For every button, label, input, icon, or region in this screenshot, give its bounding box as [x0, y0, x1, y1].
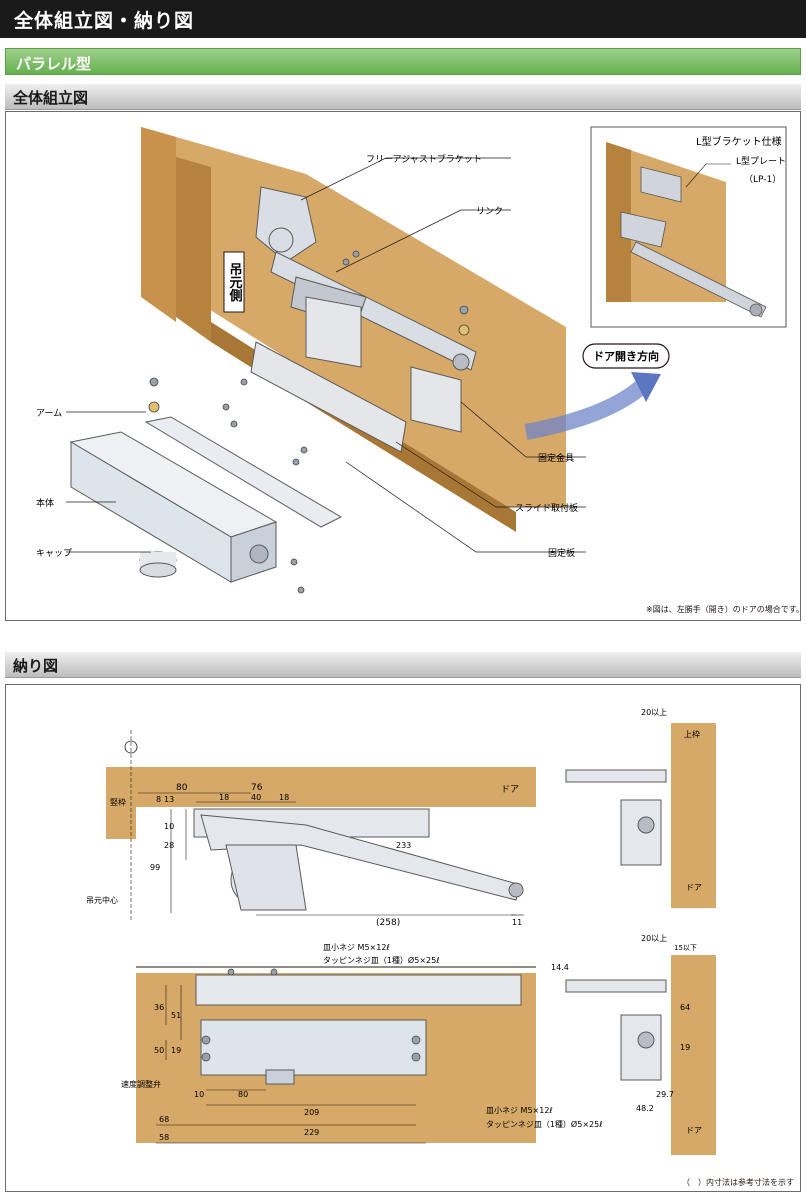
dim-20b: 20以上: [641, 934, 667, 943]
dim-209: 209: [304, 1108, 319, 1117]
inset-title: L型ブラケット仕様: [696, 135, 782, 148]
frame-top-label: 上枠: [684, 729, 700, 739]
screw-label-1: 皿小ネジ M5×12ℓ: [323, 943, 390, 952]
dim-80b: 80: [238, 1090, 248, 1099]
dim-29-7: 29.7: [656, 1090, 674, 1099]
frame-shadow: [176, 157, 211, 342]
label-slide-plate: スライド取付板: [515, 502, 578, 514]
door-label-1: ドア: [501, 785, 519, 795]
dim-233: 233: [396, 841, 411, 850]
dim-68: 68: [159, 1115, 169, 1124]
hinge-side-label: 吊元側: [227, 263, 244, 303]
dim-51: 51: [171, 1011, 181, 1020]
dim-48-2: 48.2: [636, 1104, 654, 1113]
fit-drawing: ドア 竪枠 吊元中心 80 76 18 40 18 8 13 10 28 99: [86, 708, 716, 1155]
label-free-adjust-bracket: フリーアジャストブラケット: [366, 153, 482, 165]
side-view-2: [565, 979, 667, 1081]
door-direction-badge: [582, 343, 670, 369]
fit-panel: ドア 竪枠 吊元中心 80 76 18 40 18 8 13 10 28 99: [5, 684, 801, 1192]
label-cap: キャップ: [36, 548, 72, 559]
inset-bracket: [620, 166, 767, 318]
dim-13: 13: [164, 795, 174, 804]
inset-plate-code: （LP-1）: [744, 174, 781, 185]
screw-label-2: タッピンネジ皿（1種）Ø5×25ℓ: [323, 955, 440, 965]
dim-229: 229: [304, 1128, 319, 1137]
inset-plate-label: L型プレート: [736, 156, 786, 167]
assembly-heading-bar: 全体組立図: [5, 84, 801, 110]
dim-20a: 20以上: [641, 708, 667, 717]
fit-heading-bar: 納り図: [5, 652, 801, 678]
screw-label-4: タッピンネジ皿（1種）Ø5×25ℓ: [486, 1119, 603, 1129]
door-label-2: ドア: [686, 883, 702, 892]
dim-99: 99: [150, 863, 160, 872]
closer-front-view: [195, 974, 522, 1085]
dim-40: 40: [251, 793, 261, 802]
dim-64: 64: [680, 1003, 690, 1012]
door-top-view: [136, 767, 536, 807]
label-arm: アーム: [36, 408, 62, 419]
dim-28: 28: [164, 841, 174, 850]
dim-19b: 19: [680, 1043, 690, 1052]
dim-18b: 18: [279, 793, 289, 802]
dim-19: 19: [171, 1046, 181, 1055]
hinge-side-box: [223, 251, 245, 313]
closer-body: [69, 416, 343, 583]
dim-258: (258): [376, 918, 400, 928]
label-link: リンク: [476, 206, 503, 217]
page-title-bar: 全体組立図・納り図: [0, 0, 806, 38]
dim-50: 50: [154, 1046, 164, 1055]
side-view-1: [565, 769, 667, 866]
dim-10b: 10: [194, 1090, 204, 1099]
type-heading: パラレル型: [16, 55, 92, 73]
screw-label-3: 皿小ネジ M5×12ℓ: [486, 1106, 553, 1115]
dim-lines-front: [156, 985, 426, 1144]
dim-11: 11: [512, 918, 522, 927]
label-fixing-plate: 固定板: [548, 547, 575, 559]
dim-58: 58: [159, 1133, 169, 1142]
dim-36: 36: [154, 1003, 164, 1012]
assembly-drawing: 吊元側: [36, 126, 787, 594]
label-fixing-bracket: 固定金具: [538, 452, 574, 464]
dim-15: 15以下: [674, 944, 697, 952]
dim-8: 8: [156, 795, 161, 804]
label-body: 本体: [36, 497, 54, 509]
door-label-3: ドア: [686, 1126, 702, 1135]
screws: [148, 250, 470, 594]
assembly-panel: 吊元側: [5, 111, 804, 621]
hinge-center-label: 吊元中心: [86, 895, 118, 905]
dim-10: 10: [164, 822, 174, 831]
assembly-heading: 全体組立図: [13, 89, 89, 107]
fit-heading: 納り図: [13, 657, 59, 675]
type-heading-bar: パラレル型: [5, 48, 801, 75]
door-direction-arrow: [524, 380, 647, 440]
assembly-note: ※図は、左勝手（開き）のドアの場合です。: [646, 605, 804, 614]
plates: [250, 296, 462, 453]
leader-lines: [66, 157, 586, 553]
page-title: 全体組立図・納り図: [14, 10, 195, 32]
speed-valve-label: 速度調整弁: [121, 1079, 161, 1089]
dim-80: 80: [176, 783, 188, 793]
closer-top-view: [193, 808, 524, 911]
door-direction-label: ドア開き方向: [593, 349, 659, 363]
fit-note: （ ）内寸法は参考寸法を示す: [682, 1178, 794, 1187]
dim-14-4: 14.4: [551, 963, 569, 972]
dim-lines-top: [138, 792, 524, 916]
frame-vertical-label: 竪枠: [110, 797, 126, 807]
dim-76: 76: [251, 783, 263, 793]
dim-18a: 18: [219, 793, 229, 802]
